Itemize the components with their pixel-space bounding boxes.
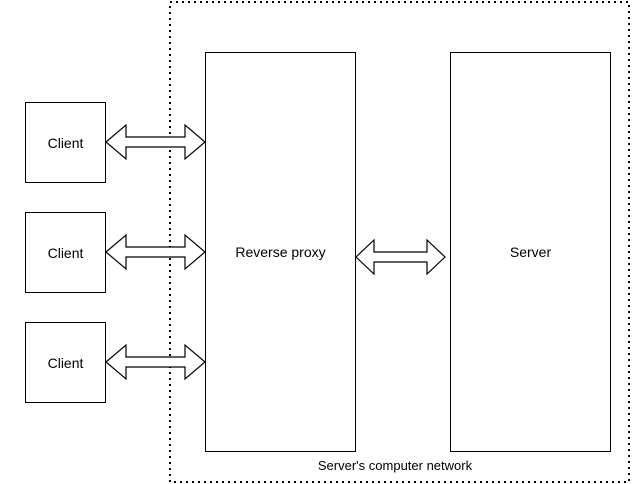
client-box-2: Client	[25, 212, 106, 293]
client-box-1: Client	[25, 102, 106, 183]
proxy-server-arrow	[355, 238, 446, 276]
reverse-proxy-box: Reverse proxy	[205, 52, 356, 452]
network-boundary	[169, 1, 630, 483]
network-boundary-label: Server's computer network	[317, 458, 473, 473]
client-2-proxy-arrow	[105, 233, 206, 271]
server-label: Server	[509, 244, 552, 260]
client-2-label: Client	[47, 244, 84, 261]
server-box: Server	[450, 52, 611, 452]
client-1-proxy-arrow	[105, 123, 206, 161]
client-3-label: Client	[47, 354, 84, 371]
client-box-3: Client	[25, 322, 106, 403]
reverse-proxy-label: Reverse proxy	[235, 244, 326, 260]
client-1-label: Client	[47, 134, 84, 151]
client-3-proxy-arrow	[105, 343, 206, 381]
